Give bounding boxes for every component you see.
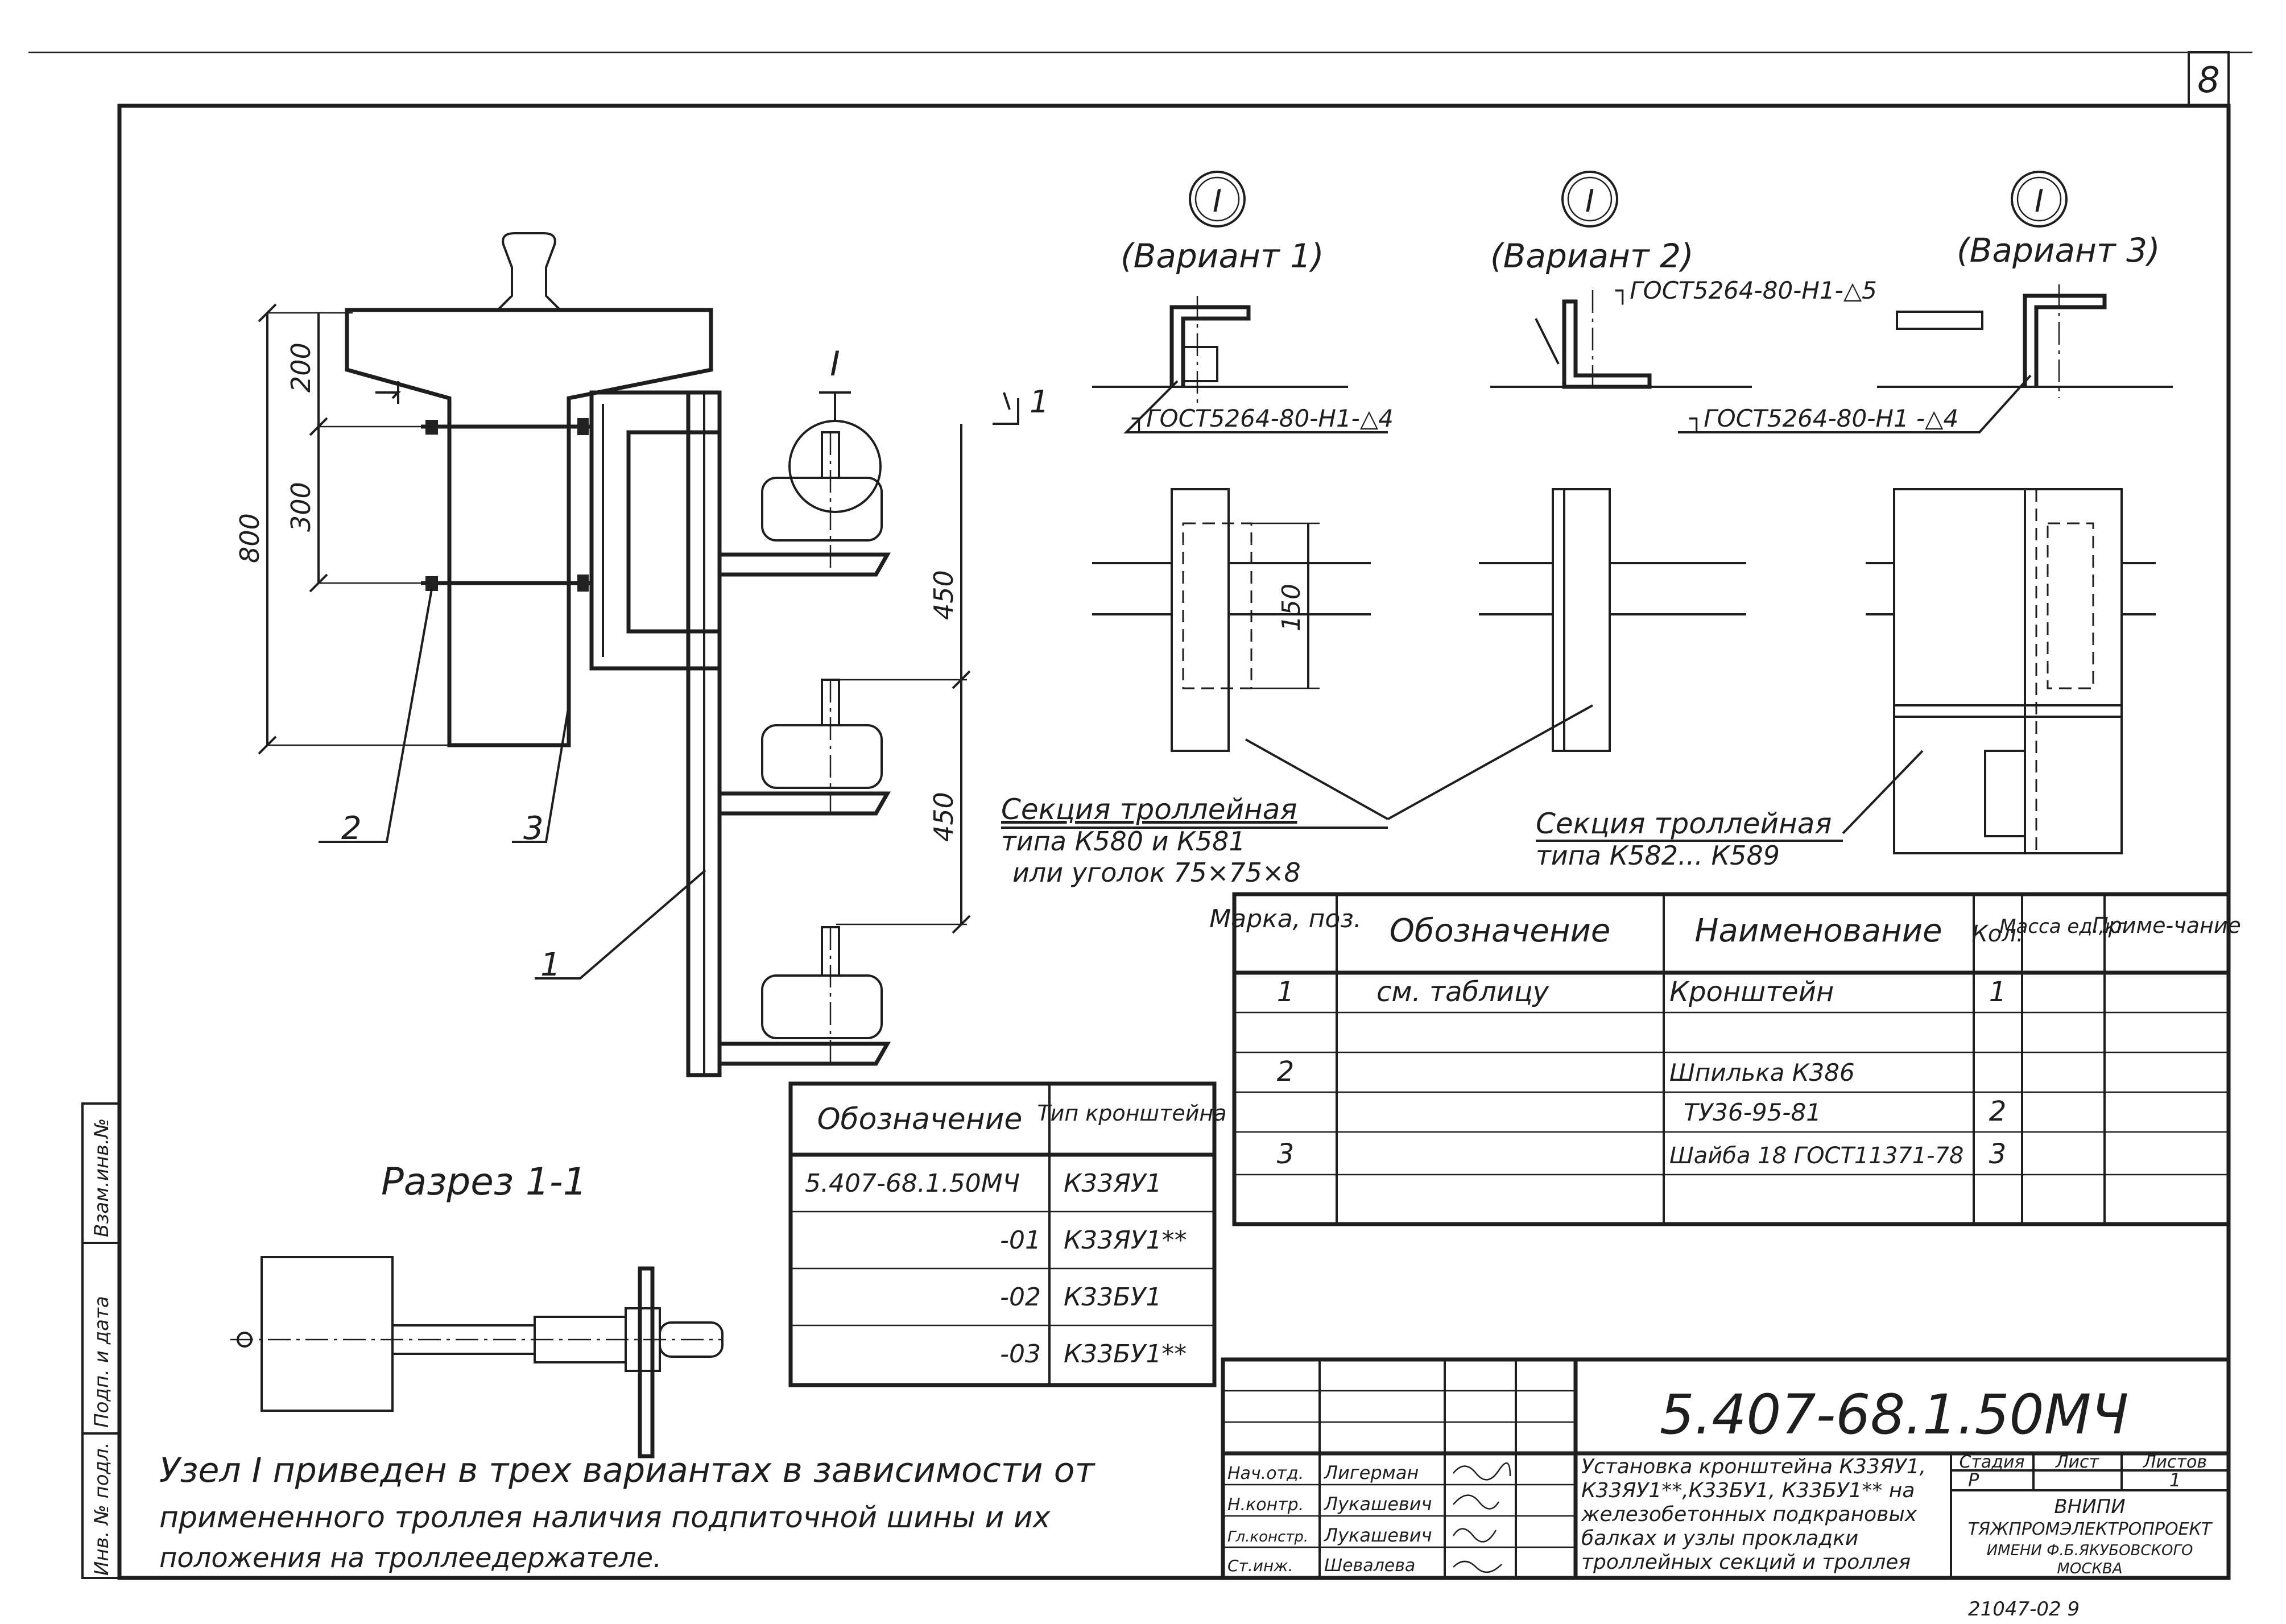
drawing-code: 5.407-68.1.50МЧ — [1660, 1383, 2129, 1447]
variant-3-title: (Вариант 3) — [1957, 231, 2160, 270]
sheets-label: Листов — [2143, 1452, 2207, 1472]
spec-r1-qty: 1 — [1989, 976, 2007, 1008]
trolley-joint-plans: 150 — [1092, 488, 2156, 854]
dim-300: 300 — [286, 482, 316, 532]
type-header-designation: Обозначение — [817, 1102, 1023, 1137]
spec-r5-qty: 3 — [1989, 1138, 2007, 1170]
sig-name-2: Лукашевич — [1324, 1493, 1432, 1515]
type-r4-type: К33БУ1** — [1064, 1340, 1187, 1369]
type-r2-designation: -01 — [1000, 1226, 1041, 1255]
org-line-4: МОСКВА — [2057, 1560, 2122, 1577]
spec-r1-designation: см. таблицу — [1376, 976, 1549, 1008]
section-mark-label: 1 — [1030, 384, 1049, 420]
svg-text:Секция троллейная: Секция троллейная — [1001, 793, 1297, 826]
spec-table: Марка, поз. Обозначение Наименование Кол… — [1209, 892, 2241, 1226]
sig-role-3: Гл.констр. — [1227, 1528, 1308, 1546]
svg-text:примененного троллея наличия п: примененного троллея наличия подпиточной… — [159, 1501, 1051, 1535]
svg-text:Узел I приведен в трех вариант: Узел I приведен в трех вариантах в завис… — [159, 1451, 1096, 1490]
desc-line-5: троллейных секций и троллея — [1581, 1551, 1911, 1574]
spec-r5-mark: 3 — [1277, 1138, 1295, 1170]
org-line-2: ТЯЖПРОМЭЛЕКТРОПРОЕКТ — [1968, 1519, 2213, 1539]
sheet-label: Лист — [2055, 1452, 2100, 1472]
sheet-number-box — [2188, 51, 2230, 107]
sig-name-4: Шевалева — [1324, 1556, 1415, 1576]
spec-r1-name: Кронштейн — [1669, 976, 1834, 1008]
stamp-inv-podl: Инв. № подл. — [90, 1442, 113, 1576]
sig-role-4: Ст.инж. — [1227, 1556, 1293, 1575]
spec-r4-qty: 2 — [1989, 1096, 2007, 1127]
trolley-section-label-2: Секция троллейная типа К582... К589 — [1536, 807, 1843, 871]
dim-200: 200 — [286, 342, 316, 392]
spec-header-note: Приме-чание — [2092, 913, 2241, 938]
type-r1-designation: 5.407-68.1.50МЧ — [805, 1169, 1020, 1198]
dim-450-bottom: 450 — [928, 792, 959, 842]
type-r4-designation: -03 — [1000, 1340, 1041, 1369]
title-block: 5.407-68.1.50МЧ Установка кронштейна К33… — [1221, 1357, 2231, 1580]
org-line-1: ВНИПИ — [2054, 1495, 2125, 1518]
stage-label: Стадия — [1959, 1452, 2024, 1472]
stage-value: Р — [1968, 1469, 1979, 1491]
weld-note-v1: ┐ГОСТ5264-80-Н1-△4 — [1131, 404, 1394, 433]
variant-2-marker: I — [1585, 183, 1594, 219]
position-1: 1 — [540, 947, 561, 984]
desc-line-4: балках и узлы прокладки — [1581, 1527, 1858, 1550]
type-r2-type: К33ЯУ1** — [1064, 1226, 1187, 1255]
org-line-3: ИМЕНИ Ф.Б.ЯКУБОВСКОГО — [1987, 1542, 2193, 1559]
spec-header-qty: Кол. — [1971, 921, 2023, 947]
spec-r5-name: Шайба 18 ГОСТ11371-78 — [1669, 1143, 1964, 1169]
spec-r3-name: Шпилька К386 — [1669, 1059, 1855, 1086]
weld-note-v3: ┐ГОСТ5264-80-Н1 -△4 — [1689, 404, 1958, 433]
variant-3-marker: I — [2035, 183, 2044, 219]
spec-r3-mark: 2 — [1277, 1056, 1295, 1088]
sig-name-1: Лигерман — [1324, 1462, 1419, 1483]
svg-text:Секция троллейная: Секция троллейная — [1536, 807, 1832, 840]
svg-text:типа К582... К589: типа К582... К589 — [1536, 840, 1780, 871]
type-table: Обозначение Тип кронштейна 5.407-68.1.50… — [788, 1081, 1227, 1387]
position-3: 3 — [523, 810, 544, 847]
sheets-value: 1 — [2169, 1469, 2181, 1491]
position-2: 2 — [341, 810, 362, 847]
variant-1-title: (Вариант 1) — [1121, 237, 1324, 275]
side-stamp: Инв. № подл. Подп. и дата Взам.инв.№ — [81, 1102, 121, 1579]
type-r3-type: К33БУ1 — [1064, 1283, 1161, 1312]
spec-header-mass: Масса ед.,кг — [1999, 915, 2127, 938]
drawing-frame — [117, 104, 2231, 1580]
variant-2-title: (Вариант 2) — [1490, 237, 1694, 275]
dim-800: 800 — [234, 513, 265, 563]
type-header-type: Тип кронштейна — [1037, 1101, 1226, 1126]
stamp-podp-data: Подп. и дата — [90, 1296, 113, 1428]
footer-code: 21047-02 9 — [1968, 1598, 2080, 1621]
stamp-vzam-inv: Взам.инв.№ — [90, 1118, 113, 1237]
dim-150: 150 — [1277, 584, 1306, 631]
desc-line-1: Установка кронштейна К33ЯУ1, — [1581, 1455, 1926, 1478]
variant-details: I (Вариант 1) ┐ГОСТ5264-80-Н1-△4 I (Вари… — [1092, 171, 2173, 433]
spec-r4-name: ТУ36-95-81 — [1684, 1098, 1821, 1126]
sig-name-3: Лукашевич — [1324, 1524, 1432, 1546]
node-marker-label: I — [830, 344, 840, 384]
spec-header-name: Наименование — [1694, 912, 1942, 949]
desc-line-2: К33ЯУ1**,К33БУ1, К33БУ1** на — [1581, 1479, 1915, 1502]
sig-role-2: Н.контр. — [1227, 1495, 1304, 1515]
dim-450-top: 450 — [928, 570, 959, 620]
note: Узел I приведен в трех вариантах в завис… — [159, 1451, 1096, 1574]
spec-header-designation: Обозначение — [1390, 912, 1611, 949]
desc-line-3: железобетонных подкрановых — [1581, 1503, 1917, 1526]
type-r1-type: К33ЯУ1 — [1064, 1169, 1162, 1198]
svg-text:положения на троллеедержателе: положения на троллеедержателе. — [159, 1542, 662, 1574]
spec-r1-mark: 1 — [1277, 976, 1295, 1008]
sheet-number: 8 — [2197, 59, 2219, 101]
weld-note-v2: ┐ГОСТ5264-80-Н1-△5 — [1615, 276, 1877, 305]
variant-1-marker: I — [1213, 183, 1222, 219]
svg-text:или уголок 75×75×8: или уголок 75×75×8 — [1012, 857, 1301, 888]
beam-section: I 1 800 200 300 450 450 2 3 1 — [234, 232, 1049, 1077]
trolley-section-label-1: Секция троллейная типа К580 и К581 или у… — [1001, 793, 1388, 888]
section-label: Разрез 1-1 — [381, 1160, 587, 1204]
svg-text:типа К580 и К581: типа К580 и К581 — [1001, 826, 1246, 857]
sig-role-1: Нач.отд. — [1227, 1464, 1304, 1483]
type-r3-designation: -02 — [1000, 1283, 1041, 1312]
spec-header-mark: Марка, поз. — [1209, 904, 1361, 933]
stud-plan-view — [230, 1256, 724, 1458]
